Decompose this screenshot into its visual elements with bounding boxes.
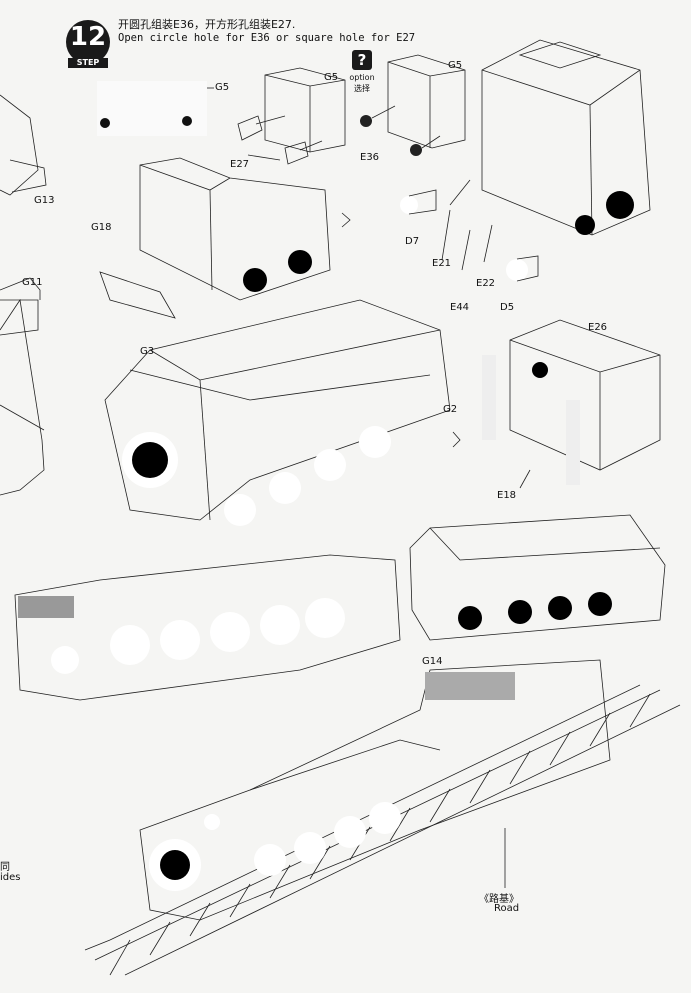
label-g5-a: G5 — [215, 82, 230, 93]
label-g13: G13 — [34, 195, 55, 206]
label-g2: G2 — [443, 404, 458, 415]
label-e21: E21 — [432, 258, 452, 269]
label-e44: E44 — [450, 302, 470, 313]
label-g3: G3 — [140, 346, 155, 357]
option-label-en: option — [349, 73, 375, 82]
instruction-en: Open circle hole for E36 or square hole … — [118, 32, 416, 44]
question-icon: ? — [352, 50, 372, 70]
road-label-cn: 《路基》 — [479, 894, 519, 905]
step-word: STEP — [76, 58, 100, 67]
edge-text-en: ides — [0, 872, 21, 883]
label-d5: D5 — [500, 302, 515, 313]
label-e36: E36 — [360, 152, 380, 163]
step-badge: 12 STEP — [62, 18, 114, 70]
label-g5-c: G5 — [448, 60, 463, 71]
label-g18: G18 — [91, 222, 112, 233]
label-e27: E27 — [230, 159, 250, 170]
option-label-cn: 选择 — [354, 84, 370, 93]
label-g14: G14 — [422, 656, 443, 667]
step-number: 12 — [69, 22, 107, 52]
edge-text-cn: 同 — [0, 862, 10, 873]
label-e26: E26 — [588, 322, 608, 333]
label-e22: E22 — [476, 278, 496, 289]
label-e18: E18 — [497, 490, 517, 501]
instruction-cn: 开圆孔组装E36，开方形孔组装E27. — [118, 18, 296, 31]
label-g11: G11 — [22, 277, 43, 288]
road-label-en: Road — [494, 903, 520, 914]
option-badge: ? option 选择 — [345, 50, 379, 96]
label-d7: D7 — [405, 236, 420, 247]
label-g5-b: G5 — [324, 72, 339, 83]
